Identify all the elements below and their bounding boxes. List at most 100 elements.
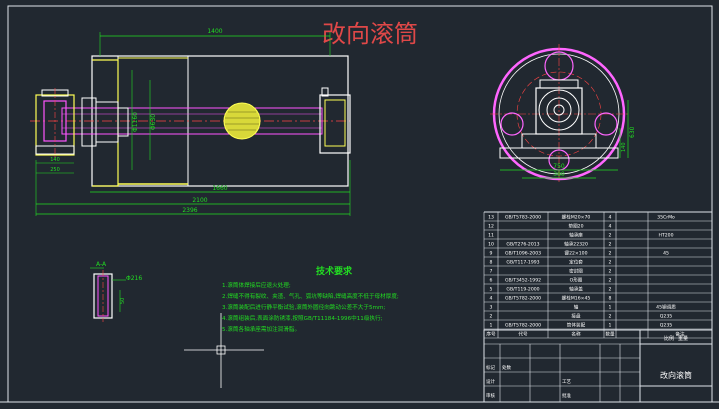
dim-bot3: 2396 bbox=[182, 207, 197, 214]
bom-cell-name: 筒体装配 bbox=[567, 322, 586, 329]
bom-cell-code: GB/T5782-2000 bbox=[505, 296, 541, 302]
technical-notes: 技术要求 1.滚筒体焊接后应退火处理; 2.焊缝不得有裂纹、夹渣、气孔、弧坑等缺… bbox=[222, 265, 399, 333]
note-line-2: 2.焊缝不得有裂纹、夹渣、气孔、弧坑等缺陷,焊缝高度不低于母材厚度; bbox=[222, 292, 399, 300]
bom-cell-no: 13 bbox=[488, 215, 494, 221]
dim-top: 1400 bbox=[207, 28, 222, 35]
tb-approve-label: 批准 bbox=[562, 392, 571, 399]
bom-cell-qty: 4 bbox=[609, 215, 612, 221]
detail-dim: Φ216 bbox=[126, 275, 142, 282]
tb-check-label: 审核 bbox=[486, 392, 495, 399]
bom-cell-name: 轴 bbox=[574, 304, 579, 311]
dim-bot2: 2100 bbox=[192, 197, 207, 204]
dim-d1: Φ1160 bbox=[132, 112, 139, 132]
bom-cell-note: 35CrMo bbox=[657, 215, 675, 221]
bom-cell-code: GB/T1096-2003 bbox=[505, 251, 541, 257]
bom-cell-code: GB/T119-2000 bbox=[506, 287, 539, 293]
shaft-section bbox=[223, 102, 261, 140]
front-view: Φ1160 Φ630 1400 1660 2100 2396 140 250 bbox=[30, 28, 351, 216]
bom-cell-note: 45钢调质 bbox=[656, 304, 676, 311]
bom-cell-qty: 1 bbox=[609, 323, 612, 329]
bom-header-note: 备注 bbox=[675, 331, 685, 338]
note-line-3: 3.滚筒装配后进行静平衡试验,滚筒外圆径向跳动公差不大于5mm; bbox=[222, 303, 385, 311]
bom-cell-name: 螺栓M16×45 bbox=[562, 295, 591, 302]
bom-cell-name: 密封圈 bbox=[569, 268, 583, 275]
bom-header-qty: 数量 bbox=[605, 331, 615, 338]
bom-header-no: 序号 bbox=[486, 331, 496, 338]
side-view: 750 380 630 140 bbox=[490, 44, 636, 184]
bom-cell-no: 1 bbox=[490, 323, 493, 329]
right-bearing bbox=[319, 94, 351, 154]
tb-mark-label: 标记 bbox=[486, 364, 495, 371]
bom-cell-code: GB/T117-1993 bbox=[506, 260, 539, 266]
dim-side-d: 140 bbox=[621, 142, 627, 152]
note-line-1: 1.滚筒体焊接后应退火处理; bbox=[222, 281, 291, 289]
bom-cell-no: 3 bbox=[490, 305, 493, 311]
dim-side-b: 380 bbox=[553, 171, 565, 178]
note-line-5: 5.滚筒各轴承座需加注润滑脂。 bbox=[222, 325, 300, 333]
tb-design-label: 设计 bbox=[486, 378, 495, 385]
bom-cell-qty: 2 bbox=[609, 287, 612, 293]
tb-weight-label: 重量 bbox=[678, 335, 688, 342]
bom-cell-note: Q235 bbox=[660, 323, 672, 329]
bom-cell-name: 垫圈20 bbox=[568, 223, 583, 230]
bom-cell-note: HT200 bbox=[658, 233, 673, 239]
bom-cell-qty: 2 bbox=[609, 269, 612, 275]
bom-cell-qty: 2 bbox=[609, 251, 612, 257]
detail-view: A-A Φ216 50 bbox=[90, 261, 142, 322]
bom-header-code: 代号 bbox=[518, 331, 528, 338]
note-line-4: 4.滚筒组装后,表面涂防锈漆,按照GB/T11184-1996中11级执行; bbox=[222, 314, 383, 322]
bom-header-name: 名称 bbox=[571, 331, 581, 338]
bom-cell-no: 2 bbox=[490, 314, 493, 320]
bom-cell-qty: 4 bbox=[609, 224, 612, 230]
bom-cell-name: 轴承座 bbox=[569, 232, 583, 239]
detail-height: 50 bbox=[120, 298, 126, 304]
bom-cell-code: GB/T276-2013 bbox=[506, 242, 539, 248]
bom-cell-qty: 2 bbox=[609, 278, 612, 284]
bom-cell-no: 9 bbox=[490, 251, 493, 257]
bom-cell-name: 定位套 bbox=[569, 259, 583, 266]
bom-cell-no: 8 bbox=[490, 260, 493, 266]
bom-cell-name: O形圈 bbox=[570, 277, 583, 284]
bom-cell-name: 键22×100 bbox=[564, 250, 587, 257]
bom-cell-no: 12 bbox=[488, 224, 494, 230]
bom-cell-note: 45 bbox=[663, 251, 669, 257]
tb-scale-label: 比例 bbox=[664, 335, 674, 342]
bom-cell-note: Q235 bbox=[660, 314, 672, 320]
drawing-title: 改向滚筒 bbox=[322, 20, 418, 48]
bom-cell-name: 轴承盖 bbox=[569, 286, 583, 293]
bom-cell-code: GB/T3452-1992 bbox=[505, 278, 541, 284]
dim-left-a: 140 bbox=[50, 157, 60, 163]
dim-bot1: 1660 bbox=[212, 185, 227, 192]
bom-cell-qty: 2 bbox=[609, 233, 612, 239]
tb-count-label: 处数 bbox=[502, 364, 511, 371]
notes-heading: 技术要求 bbox=[316, 265, 353, 277]
bom-cell-no: 10 bbox=[488, 242, 494, 248]
bom-cell-qty: 2 bbox=[609, 260, 612, 266]
bom-cell-no: 7 bbox=[490, 269, 493, 275]
detail-label: A-A bbox=[96, 261, 107, 268]
tb-drawing-name: 改向滚筒 bbox=[660, 370, 692, 380]
bom-cell-no: 4 bbox=[490, 296, 493, 302]
bom-cell-code: GB/T5782-2000 bbox=[505, 323, 541, 329]
bom-cell-no: 11 bbox=[488, 233, 494, 239]
dim-left-b: 250 bbox=[50, 167, 60, 173]
tb-craft-label: 工艺 bbox=[562, 379, 571, 385]
dim-side-a: 750 bbox=[553, 163, 565, 170]
shaft bbox=[61, 107, 323, 135]
bom-cell-qty: 2 bbox=[609, 242, 612, 248]
bom-cell-name: 轴承22320 bbox=[564, 241, 588, 248]
bom-cell-qty: 8 bbox=[609, 296, 612, 302]
left-bearing bbox=[35, 94, 75, 156]
bom-cell-name: 螺栓M20×70 bbox=[562, 214, 591, 221]
bom-cell-qty: 1 bbox=[609, 305, 612, 311]
bom-cell-no: 5 bbox=[490, 287, 493, 293]
dim-side-c: 630 bbox=[629, 126, 636, 138]
cursor-crosshair bbox=[184, 313, 264, 388]
bom-cell-qty: 2 bbox=[609, 314, 612, 320]
title-block: 改向滚筒 比例 重量 标记 处数 设计 审核 工艺 批准 bbox=[483, 329, 713, 403]
bom-cell-name: 接盘 bbox=[571, 313, 581, 320]
dim-d2: Φ630 bbox=[150, 114, 157, 130]
bom-cell-no: 6 bbox=[490, 278, 493, 284]
